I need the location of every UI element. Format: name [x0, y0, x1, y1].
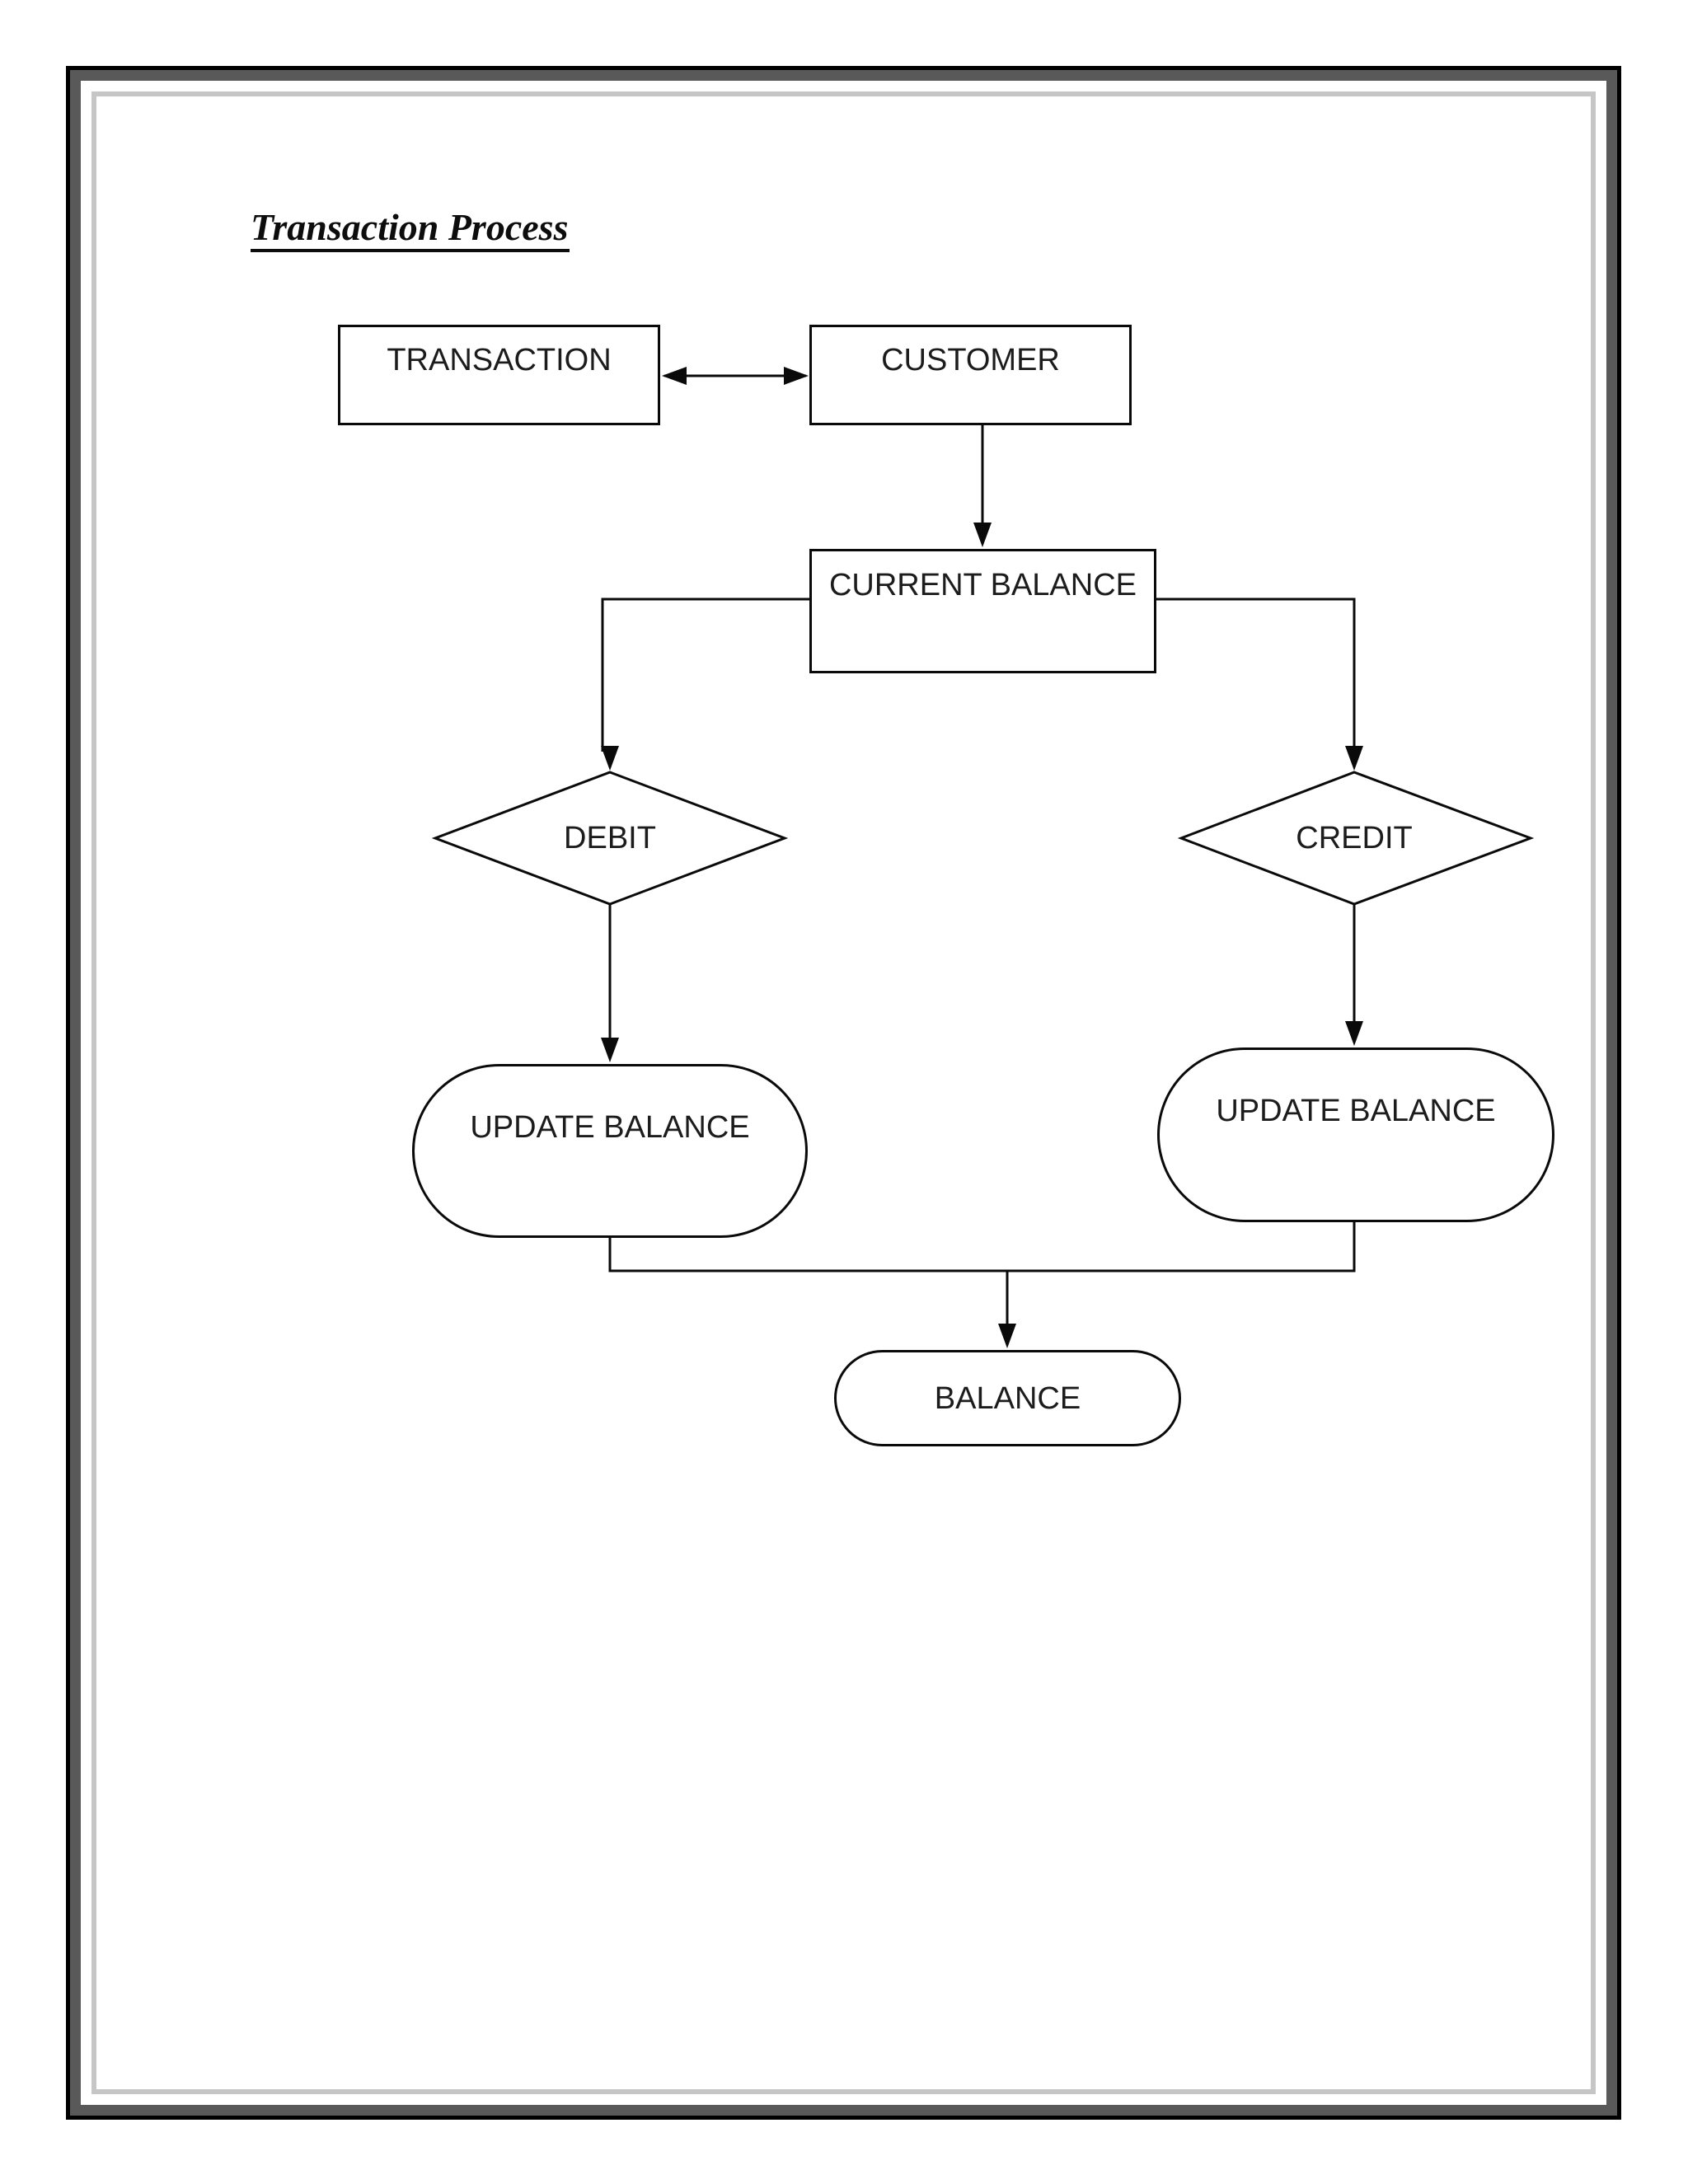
- arrowhead-into-current-balance: [973, 523, 992, 547]
- debit-decision-diamond: [431, 771, 789, 906]
- debit-label: DEBIT: [564, 821, 656, 855]
- page-border-inner-line: [91, 91, 1596, 2094]
- page-border-band: [70, 70, 1617, 2116]
- customer-label: CUSTOMER: [881, 343, 1060, 377]
- arrowhead-into-update-balance-left: [601, 1038, 619, 1062]
- credit-decision-diamond: [1177, 771, 1535, 906]
- balance-terminator: BALANCE: [834, 1350, 1181, 1446]
- transaction-label: TRANSACTION: [387, 343, 612, 377]
- arrowhead-into-balance: [998, 1324, 1016, 1348]
- arrowhead-into-customer: [784, 367, 809, 385]
- credit-label: CREDIT: [1296, 821, 1413, 855]
- page-title: Transaction Process: [251, 209, 570, 252]
- update-balance-debit-label: UPDATE BALANCE: [470, 1110, 750, 1145]
- update-balance-credit-terminator: UPDATE BALANCE: [1157, 1047, 1554, 1222]
- update-balance-debit-terminator: UPDATE BALANCE: [412, 1064, 808, 1238]
- page-border-frame: [66, 66, 1621, 2120]
- current-balance-label: CURRENT BALANCE: [828, 568, 1137, 602]
- current-balance-process-box: CURRENT BALANCE: [809, 549, 1156, 673]
- arrowhead-into-debit: [601, 746, 619, 771]
- transaction-process-box: TRANSACTION: [338, 325, 660, 425]
- edge-current-balance-debit: [601, 598, 809, 752]
- arrowhead-into-update-balance-right: [1345, 1021, 1363, 1046]
- edge-current-balance-credit: [1156, 598, 1356, 752]
- customer-process-box: CUSTOMER: [809, 325, 1132, 425]
- arrowhead-into-transaction: [662, 367, 687, 385]
- arrowhead-into-credit: [1345, 746, 1363, 771]
- balance-label: BALANCE: [934, 1380, 1081, 1416]
- update-balance-credit-label: UPDATE BALANCE: [1216, 1094, 1496, 1128]
